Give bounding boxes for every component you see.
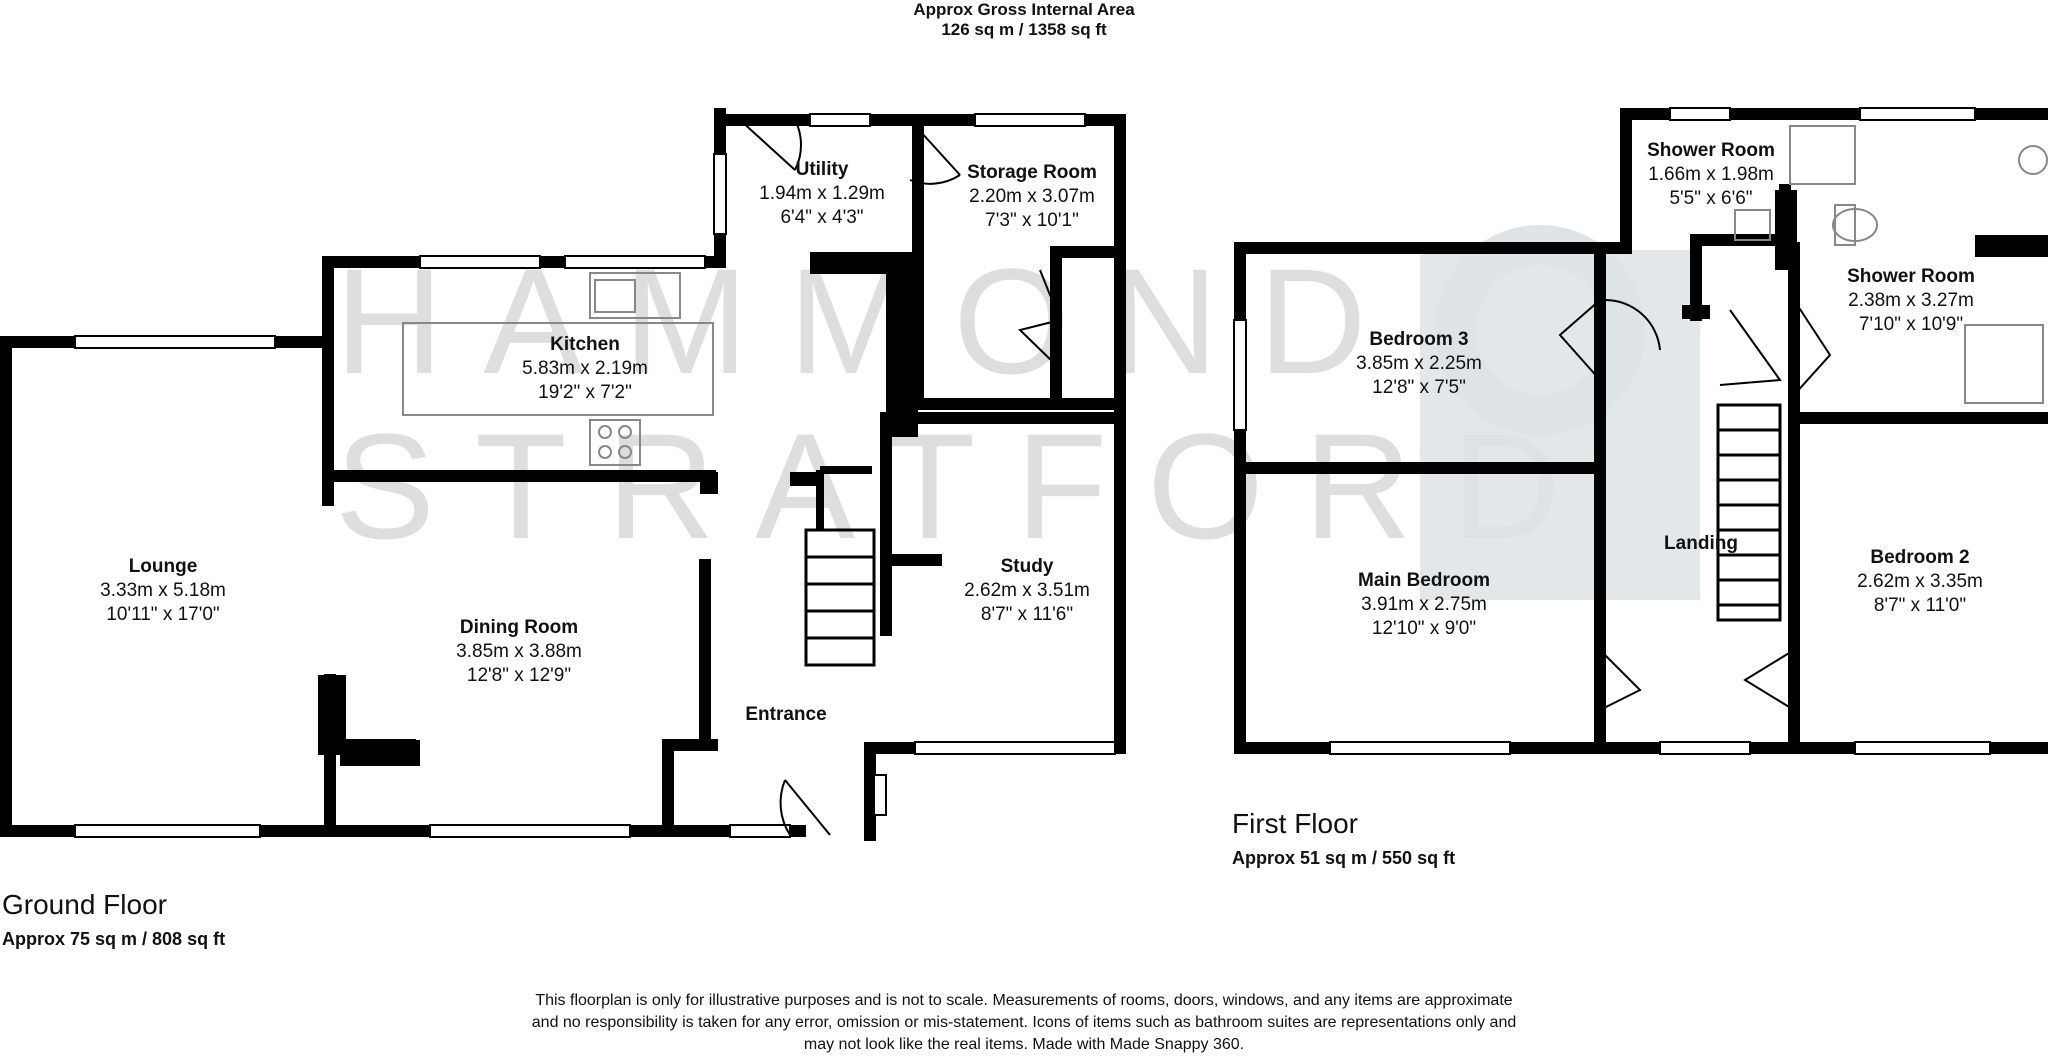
room-name: Lounge <box>128 556 198 577</box>
room-metric: 3.33m x 5.18m <box>100 580 226 601</box>
room-name: Bedroom 3 <box>1369 329 1469 350</box>
first-floor-title: First Floor <box>1232 808 1358 839</box>
first-floor-wall-blocks <box>1682 190 2048 319</box>
disclaimer-line-3: may not look like the real items. Made w… <box>803 1036 1245 1053</box>
room-label-lounge: Lounge 3.33m x 5.18m 10'11" x 17'0" <box>100 555 226 627</box>
kitchen-fixtures <box>402 272 714 466</box>
room-label-shower-room-2: Shower Room 2.38m x 3.27m 7'10" x 10'9" <box>1847 265 1975 337</box>
first-floor-area: Approx 51 sq m / 550 sq ft <box>1232 848 1456 868</box>
ground-floor-doors <box>739 119 1062 836</box>
watermark-line2: STRATFORD <box>335 402 1601 570</box>
room-label-utility: Utility 1.94m x 1.29m 6'4" x 4'3" <box>759 158 885 230</box>
room-label-main-bedroom: Main Bedroom 3.91m x 2.75m 12'10" x 9'0" <box>1358 569 1490 641</box>
room-imperial: 19'2" x 7'2" <box>538 382 632 403</box>
room-metric: 2.62m x 3.35m <box>1857 571 1983 592</box>
ground-floor-wall-blocks <box>318 252 920 766</box>
ground-floor-stairs <box>804 466 876 667</box>
ground-floor-walls <box>0 108 1126 841</box>
room-metric: 5.83m x 2.19m <box>522 358 648 379</box>
gross-area-header: Approx Gross Internal Area 126 sq m / 13… <box>0 0 2048 40</box>
room-imperial: 7'10" x 10'9" <box>1858 314 1964 335</box>
ground-floor-title: Ground Floor <box>2 889 167 920</box>
room-metric: 2.62m x 3.51m <box>964 580 1090 601</box>
room-metric: 3.85m x 2.25m <box>1356 353 1482 374</box>
room-label-kitchen: Kitchen 5.83m x 2.19m 19'2" x 7'2" <box>522 333 648 405</box>
room-metric: 3.91m x 2.75m <box>1361 594 1487 615</box>
first-floor-windows <box>1233 107 1991 755</box>
room-label-storage-room: Storage Room 2.20m x 3.07m 7'3" x 10'1" <box>967 161 1097 233</box>
room-label-study: Study 2.62m x 3.51m 8'7" x 11'6" <box>964 555 1090 627</box>
room-label-shower-room-1: Shower Room 1.66m x 1.98m 5'5" x 6'6" <box>1647 139 1775 211</box>
room-name: Kitchen <box>550 334 620 355</box>
room-name: Entrance <box>745 704 827 725</box>
room-imperial: 12'10" x 9'0" <box>1371 618 1477 639</box>
room-imperial: 8'7" x 11'6" <box>980 604 1074 625</box>
room-metric: 1.94m x 1.29m <box>759 183 885 204</box>
room-name: Shower Room <box>1847 266 1975 287</box>
room-metric: 2.20m x 3.07m <box>969 186 1095 207</box>
room-imperial: 8'7" x 11'0" <box>1873 595 1967 616</box>
ground-floor-area: Approx 75 sq m / 808 sq ft <box>2 929 226 949</box>
bathroom-fixtures <box>1734 125 2048 404</box>
room-imperial: 7'3" x 10'1" <box>985 210 1079 231</box>
room-imperial: 10'11" x 17'0" <box>106 604 220 625</box>
watermark-ampersand <box>1420 225 1700 600</box>
room-imperial: 12'8" x 12'9" <box>466 665 572 686</box>
room-name: Main Bedroom <box>1358 570 1490 591</box>
room-label-bedroom-2: Bedroom 2 2.62m x 3.35m 8'7" x 11'0" <box>1857 546 1983 618</box>
room-imperial: 6'4" x 4'3" <box>780 207 864 228</box>
room-name: Utility <box>795 159 849 180</box>
disclaimer: This floorplan is only for illustrative … <box>0 990 2048 1056</box>
gross-area-value: 126 sq m / 1358 sq ft <box>941 20 1107 39</box>
room-name: Storage Room <box>967 162 1097 183</box>
room-name: Bedroom 2 <box>1870 547 1970 568</box>
room-name: Shower Room <box>1647 140 1775 161</box>
room-metric: 3.85m x 3.88m <box>456 641 582 662</box>
room-metric: 1.66m x 1.98m <box>1648 164 1774 185</box>
disclaimer-line-2: and no responsibility is taken for any e… <box>531 1014 1517 1031</box>
room-imperial: 12'8" x 7'5" <box>1372 377 1466 398</box>
room-metric: 2.38m x 3.27m <box>1848 290 1974 311</box>
room-imperial: 5'5" x 6'6" <box>1669 188 1753 209</box>
first-floor-doors <box>1558 298 1832 711</box>
room-name: Landing <box>1664 533 1738 554</box>
room-label-entrance: Entrance <box>745 703 826 727</box>
disclaimer-line-1: This floorplan is only for illustrative … <box>535 992 1513 1009</box>
room-label-landing: Landing <box>1664 532 1738 556</box>
gross-area-title: Approx Gross Internal Area <box>913 0 1135 19</box>
ground-floor-windows <box>74 113 1116 838</box>
room-name: Dining Room <box>459 617 579 638</box>
room-label-dining-room: Dining Room 3.85m x 3.88m 12'8" x 12'9" <box>456 616 582 688</box>
first-floor-stairs <box>1716 403 1782 622</box>
room-label-bedroom-3: Bedroom 3 3.85m x 2.25m 12'8" x 7'5" <box>1356 328 1482 400</box>
room-name: Study <box>1000 556 1054 577</box>
